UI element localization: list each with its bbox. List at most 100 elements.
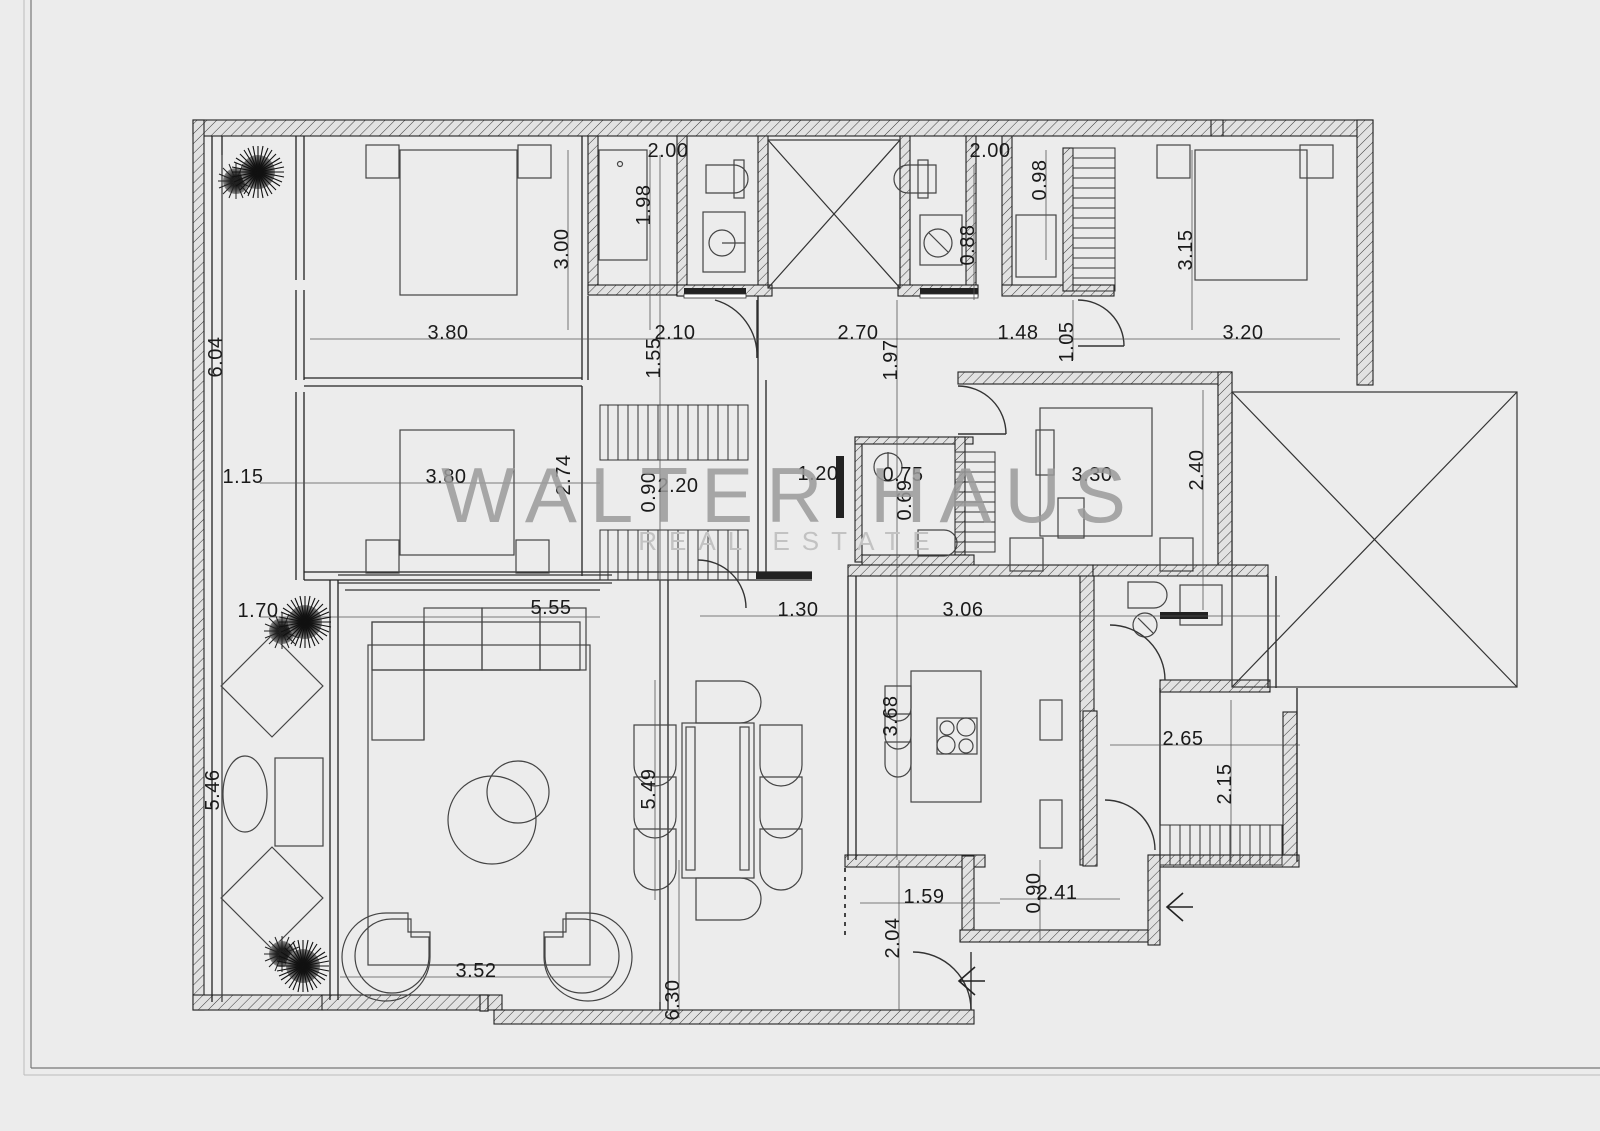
dining-chair-bottom <box>695 877 762 921</box>
toilet-3 <box>917 529 958 557</box>
bed-1 <box>365 144 552 296</box>
stair-run-4 <box>954 451 996 553</box>
low-walls <box>338 574 612 1012</box>
dim-5-46: 5.46 <box>202 770 224 811</box>
dim-3-80-top: 3.80 <box>428 322 469 344</box>
dim-3-06: 3.06 <box>943 599 984 621</box>
stair-run-2 <box>599 529 749 581</box>
dim-2-10: 2.10 <box>655 322 696 344</box>
dim-1-97: 1.97 <box>880 340 902 381</box>
patio-void <box>1231 391 1518 688</box>
bathtub-1 <box>598 149 648 261</box>
sheet-frame <box>30 0 1600 1069</box>
dim-2-04: 2.04 <box>882 918 904 959</box>
stair-run-5 <box>1159 824 1283 866</box>
wardrobe-5 <box>1179 584 1223 626</box>
door-stair-top <box>1077 299 1125 347</box>
terrace-furniture <box>220 634 324 950</box>
dim-1-20: 1.20 <box>798 463 839 485</box>
dining-chair-r1 <box>759 724 803 787</box>
wardrobe-4 <box>1039 799 1063 849</box>
dim-2-65: 2.65 <box>1163 728 1204 750</box>
door-bath-4 <box>1109 624 1166 681</box>
bed-4 <box>1156 144 1334 281</box>
door-bedroom-3 <box>957 385 1007 435</box>
dim-2-20: 2.20 <box>658 475 699 497</box>
terrace-planter <box>222 755 268 833</box>
dim-6-04: 6.04 <box>205 337 227 378</box>
terrace-table-2 <box>220 846 324 950</box>
dim-1-59: 1.59 <box>904 886 945 908</box>
sheet-frame-inner <box>23 0 1600 1076</box>
dimension-labels-horizontal: 3.80 2.10 2.70 1.48 3.20 2.00 2.00 1.15 … <box>223 140 1264 982</box>
dim-6-30: 6.30 <box>662 980 684 1021</box>
dim-3-52: 3.52 <box>456 960 497 982</box>
walls <box>192 119 1374 1025</box>
sink-3 <box>873 452 903 482</box>
wardrobe-1 <box>1015 214 1057 278</box>
dining-chair-r3 <box>759 828 803 891</box>
living-room-rug <box>367 644 591 966</box>
sink-1 <box>702 211 746 273</box>
dining-chair-l1 <box>633 724 677 787</box>
dim-0-75: 0.75 <box>883 464 924 486</box>
dim-2-15: 2.15 <box>1214 764 1236 805</box>
dim-2-41: 2.41 <box>1037 882 1078 904</box>
dim-3-68: 3.68 <box>880 696 902 737</box>
toilet-1 <box>705 159 749 199</box>
terrace-table-1 <box>220 634 324 738</box>
dim-2-00-left: 2.00 <box>648 140 689 162</box>
watermark-subtitle: REAL ESTATE <box>638 526 941 556</box>
lightwell-void <box>767 139 901 289</box>
cooktop <box>936 717 978 755</box>
furniture <box>220 144 1334 1002</box>
stair-run-3 <box>1072 147 1116 292</box>
wardrobe-2 <box>1035 429 1055 476</box>
terrace-bench <box>274 757 324 847</box>
dim-3-15: 3.15 <box>1175 230 1197 271</box>
dim-3-20: 3.20 <box>1223 322 1264 344</box>
stool-1 <box>884 685 912 722</box>
dim-0-90b: 0.90 <box>1023 873 1045 914</box>
armchair-right <box>543 912 633 1002</box>
sofa <box>371 607 587 741</box>
kitchen-island <box>884 670 982 803</box>
dim-1-98: 1.98 <box>633 185 655 226</box>
dining-chair-top <box>695 680 762 724</box>
dim-1-15: 1.15 <box>223 466 264 488</box>
dim-5-49: 5.49 <box>638 769 660 810</box>
wardrobe-6 <box>1057 497 1085 539</box>
armchair-left <box>341 912 431 1002</box>
wardrobe-3 <box>1039 699 1063 741</box>
dim-2-74: 2.74 <box>553 455 575 496</box>
door-entry-hall <box>1104 799 1156 851</box>
watermark-title: WALTER HAUS <box>441 451 1139 539</box>
toilet-4 <box>1127 581 1168 609</box>
stair-run-1 <box>599 404 749 461</box>
dim-0-69: 0.69 <box>894 480 916 521</box>
entry-arrows <box>957 892 1193 996</box>
dim-1-55: 1.55 <box>643 338 665 379</box>
bed-2 <box>365 429 550 574</box>
dim-1-05: 1.05 <box>1056 322 1078 363</box>
dim-3-30: 3.30 <box>1072 464 1113 486</box>
dim-1-30: 1.30 <box>778 599 819 621</box>
dim-3-80-mid: 3.80 <box>426 466 467 488</box>
dim-0-90a: 0.90 <box>638 472 660 513</box>
dim-2-70: 2.70 <box>838 322 879 344</box>
dim-3-00: 3.00 <box>551 229 573 270</box>
door-hall <box>697 559 747 609</box>
door-entry <box>912 951 972 1011</box>
window-sills <box>683 288 1208 619</box>
stool-3 <box>884 741 912 778</box>
dim-1-48: 1.48 <box>998 322 1039 344</box>
dim-1-70: 1.70 <box>238 600 279 622</box>
dining-table <box>633 680 803 921</box>
dining-chair-l3 <box>633 828 677 891</box>
dimension-labels-vertical: 6.04 3.00 1.98 1.55 0.88 0.98 3.15 1.05 … <box>202 160 1236 1021</box>
dim-2-00-right: 2.00 <box>970 140 1011 162</box>
bed-3 <box>1009 407 1194 572</box>
stool-2 <box>884 713 912 750</box>
